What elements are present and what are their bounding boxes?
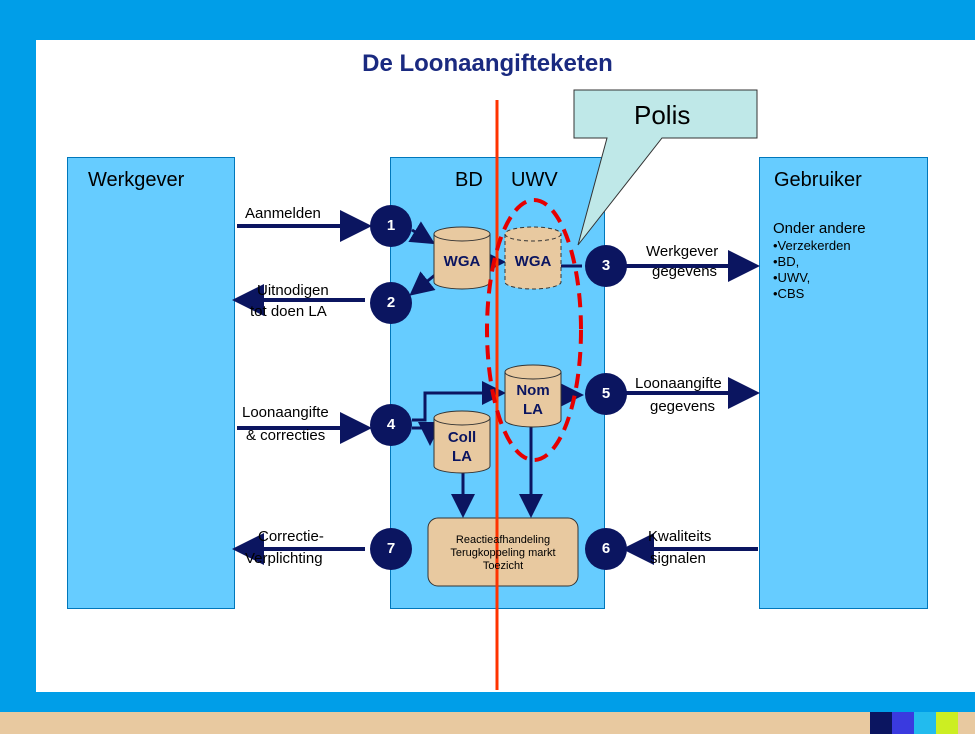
werkgever-column xyxy=(67,157,235,609)
gebruiker-column xyxy=(759,157,928,609)
arrow-wga-to-2 xyxy=(409,271,436,296)
gebruiker-item-4: •CBS xyxy=(773,286,805,301)
gebruiker-label: Gebruiker xyxy=(774,169,862,191)
step-4-label-line1: Loonaangifte xyxy=(242,404,329,421)
nom-la-label-line1: Nom xyxy=(516,382,550,399)
coll-la-label-line1: Coll xyxy=(447,429,477,446)
footer-arrow-icon xyxy=(914,712,936,734)
wga-uwv-label: WGA xyxy=(514,253,552,270)
step-2-badge: 2 xyxy=(370,282,412,324)
uwv-label: UWV xyxy=(511,169,558,191)
footer-square-lime-icon xyxy=(936,712,958,734)
step-1-badge: 1 xyxy=(370,205,412,247)
arrow-1-to-wga xyxy=(408,221,436,245)
gebruiker-heading: Onder andere xyxy=(773,220,866,237)
footer-band xyxy=(0,712,975,734)
step-7-badge: 7 xyxy=(370,528,412,570)
page-title: De Loonaangifteketen xyxy=(362,50,613,77)
step-6-label-line1: Kwaliteits xyxy=(648,528,712,545)
gebruiker-item-2: •BD, xyxy=(773,254,800,269)
polis-callout xyxy=(573,89,758,246)
coll-la-cylinder xyxy=(433,410,491,474)
process-line-1: Reactieafhandeling xyxy=(455,534,551,546)
bd-label: BD xyxy=(455,169,483,191)
step-4-badge: 4 xyxy=(370,404,412,446)
step-5-badge: 5 xyxy=(585,373,627,415)
gebruiker-item-3: •UWV, xyxy=(773,270,811,285)
step-2-label-line1: Uitnodigen xyxy=(257,282,329,299)
gebruiker-item-1: •Verzekerden xyxy=(773,238,851,253)
step-2-label-line2: tot doen LA xyxy=(250,303,327,320)
arrow-4-to-coll xyxy=(412,422,442,446)
step-5-label-line2: gegevens xyxy=(650,398,716,415)
step-7-label-line2: Verplichting xyxy=(245,550,323,567)
step-6-badge: 6 xyxy=(585,528,627,570)
footer-square-dark-icon xyxy=(870,712,892,734)
nom-la-cylinder xyxy=(504,364,562,428)
arrow-4-to-nom xyxy=(412,381,506,422)
step-5-label-line1: Loonaangifte xyxy=(635,375,722,392)
wga-bd-cylinder xyxy=(433,226,491,290)
nom-la-label-line2: LA xyxy=(523,401,543,418)
polis-ellipse xyxy=(485,198,583,462)
step-4-label-line2: & correcties xyxy=(246,427,326,444)
step-3-label-line2: gegevens xyxy=(652,263,718,280)
step-7-label-line1: Correctie- xyxy=(258,528,324,545)
wga-uwv-cylinder xyxy=(504,226,562,290)
process-line-3: Toezicht xyxy=(482,560,524,572)
step-6-label-line2: signalen xyxy=(650,550,706,567)
step-3-badge: 3 xyxy=(585,245,627,287)
wga-bd-label: WGA xyxy=(443,253,481,270)
process-box xyxy=(427,517,579,587)
step-1-label: Aanmelden xyxy=(245,205,321,222)
coll-la-label-line2: LA xyxy=(452,448,472,465)
process-line-2: Terugkoppeling markt xyxy=(450,547,556,559)
footer-square-blue-icon xyxy=(892,712,914,734)
polis-callout-text: Polis xyxy=(634,100,691,130)
step-3-label-line1: Werkgever xyxy=(646,243,719,260)
werkgever-label: Werkgever xyxy=(88,169,185,191)
